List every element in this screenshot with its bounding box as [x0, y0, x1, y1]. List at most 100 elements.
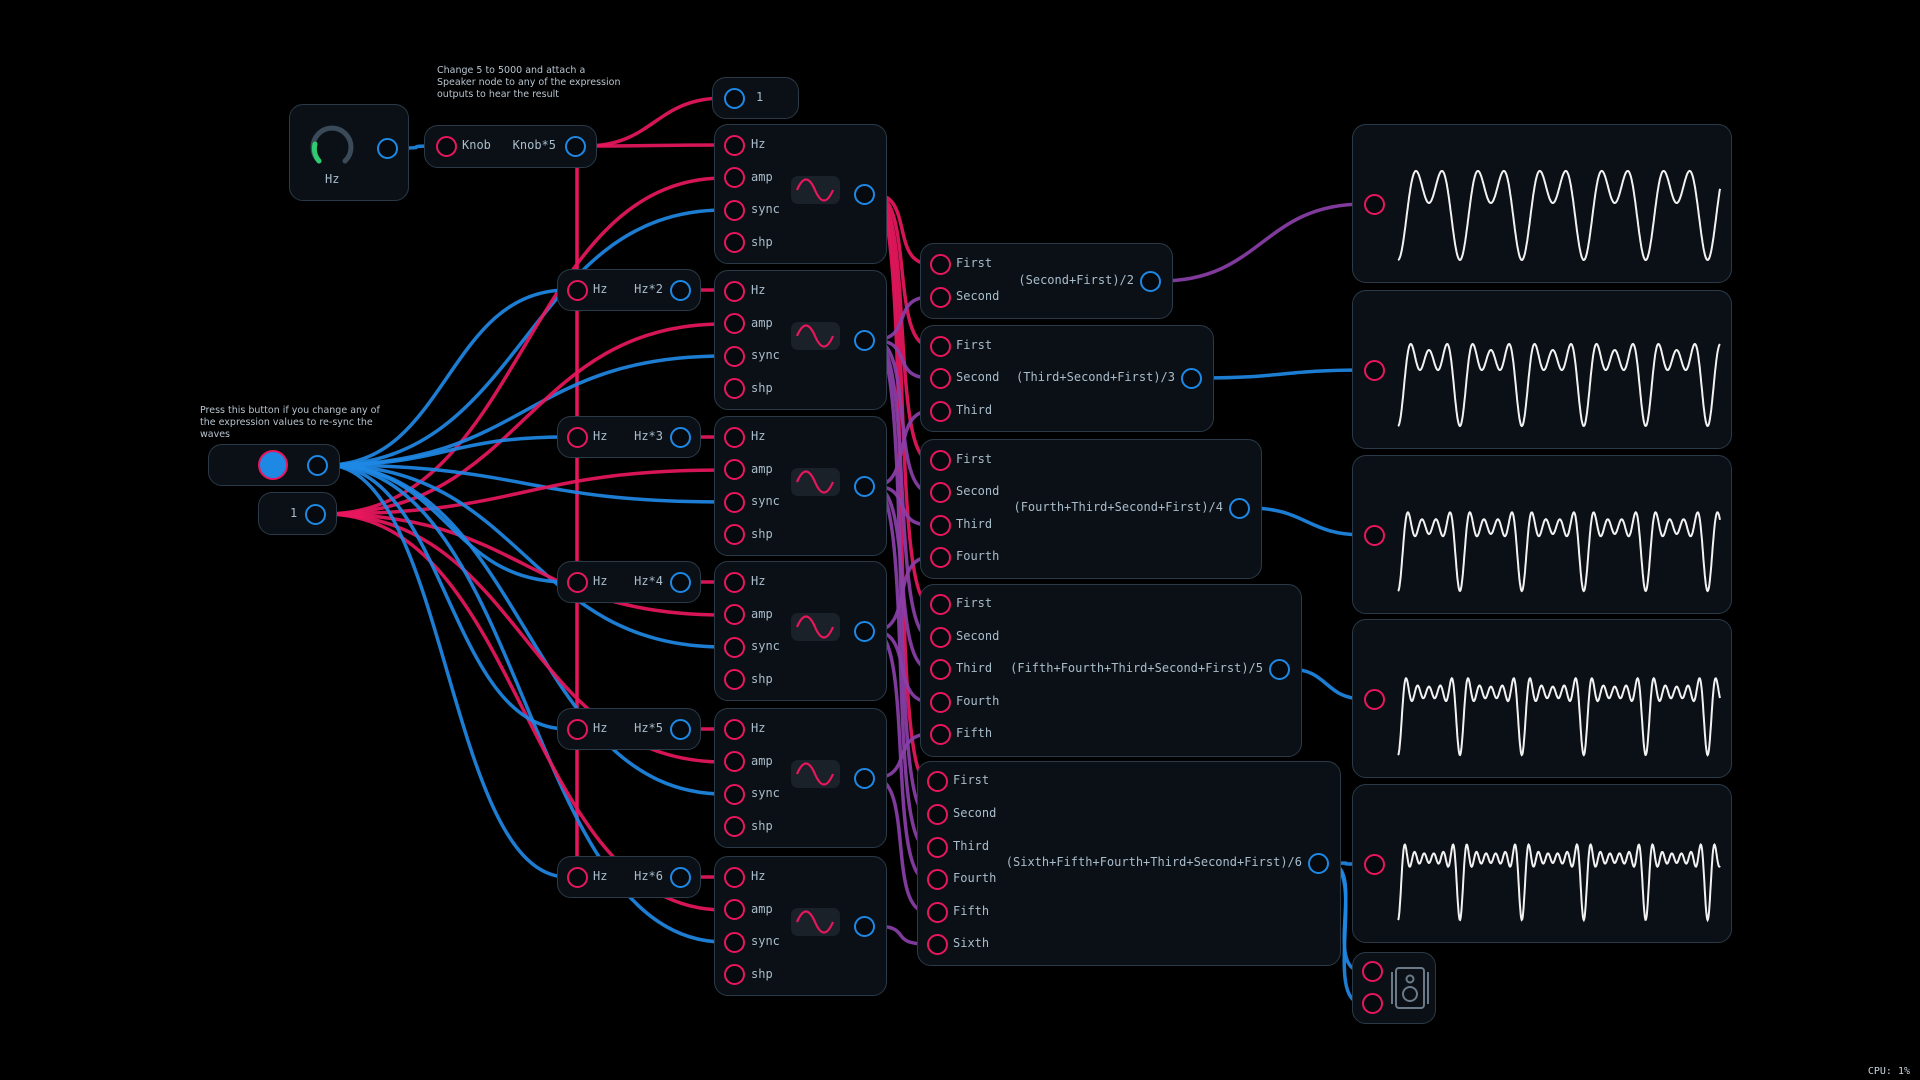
- oscillator-shp-label: shp: [751, 526, 773, 541]
- multiplier-input-port[interactable]: [566, 718, 588, 740]
- constant-top-output-port[interactable]: [723, 87, 745, 109]
- multiplier-output-port[interactable]: [669, 426, 691, 448]
- oscillator-output-port[interactable]: [853, 475, 875, 497]
- oscillator-sync-port[interactable]: [723, 491, 745, 513]
- oscillator-output-port[interactable]: [853, 767, 875, 789]
- oscillator-shp-port[interactable]: [723, 524, 745, 545]
- oscillator-hz-port[interactable]: [723, 426, 745, 448]
- oscillator-amp-port[interactable]: [723, 751, 745, 772]
- multiplier-output-port[interactable]: [669, 279, 691, 301]
- average-input-fifth-port[interactable]: [929, 723, 951, 745]
- average-input-sixth-port[interactable]: [926, 933, 948, 955]
- average-input-fourth-port[interactable]: [929, 546, 951, 568]
- multiplier-output-port[interactable]: [669, 718, 691, 740]
- average-input-third-port[interactable]: [929, 658, 951, 680]
- average-input-fourth-port[interactable]: [926, 868, 948, 890]
- oscillator-hz-port[interactable]: [723, 280, 745, 302]
- speaker-left-port[interactable]: [1361, 960, 1383, 982]
- oscillator-sync-port[interactable]: [723, 931, 745, 953]
- average-output-port[interactable]: [1139, 270, 1161, 292]
- average-input-third-port[interactable]: [926, 836, 948, 858]
- wire: [325, 463, 569, 731]
- average-expression: (Second+First)/2: [1018, 273, 1134, 287]
- speaker-right-port[interactable]: [1361, 992, 1383, 1014]
- wire: [583, 143, 726, 148]
- multiplier-input-port[interactable]: [566, 571, 588, 593]
- oscillator-sync-port[interactable]: [723, 783, 745, 805]
- oscillator-amp-port[interactable]: [723, 167, 745, 188]
- oscillator-shp-port[interactable]: [723, 816, 745, 837]
- oscilloscope-input-port[interactable]: [1363, 524, 1385, 546]
- multiplier-output-port[interactable]: [669, 571, 691, 593]
- wire: [325, 435, 569, 467]
- knob-icon[interactable]: [305, 119, 359, 173]
- average-input-second-port[interactable]: [929, 367, 951, 389]
- oscillator-shp-port[interactable]: [723, 964, 745, 985]
- oscillator-amp-label: amp: [751, 901, 773, 916]
- average-input-second-port[interactable]: [929, 286, 951, 308]
- average-input-third-port[interactable]: [929, 400, 951, 422]
- oscillator-sync-port[interactable]: [723, 199, 745, 221]
- average-output-port[interactable]: [1228, 497, 1250, 519]
- multiplier-output-port[interactable]: [669, 866, 691, 888]
- average-input-first-port[interactable]: [929, 593, 951, 615]
- oscillator-output-port[interactable]: [853, 329, 875, 351]
- average-input-first-port[interactable]: [929, 449, 951, 471]
- oscillator-shp-port[interactable]: [723, 669, 745, 690]
- oscillator-sync-port[interactable]: [723, 345, 745, 367]
- average-output-port[interactable]: [1268, 658, 1290, 680]
- oscillator-shp-port[interactable]: [723, 378, 745, 399]
- average-node-2[interactable]: [920, 243, 1173, 319]
- oscilloscope-waveform: [1397, 511, 1721, 593]
- oscillator-amp-port[interactable]: [723, 604, 745, 625]
- average-input-fourth-port[interactable]: [929, 691, 951, 713]
- multiplier-input-port[interactable]: [566, 866, 588, 888]
- average-output-port[interactable]: [1307, 852, 1329, 874]
- oscillator-shp-label: shp: [751, 380, 773, 395]
- average-input-second-port[interactable]: [929, 626, 951, 648]
- knob-output-port[interactable]: [376, 137, 398, 159]
- oscillator-hz-port[interactable]: [723, 718, 745, 740]
- oscillator-hz-label: Hz: [751, 283, 766, 297]
- oscilloscope-input-port[interactable]: [1363, 359, 1385, 381]
- oscillator-output-port[interactable]: [853, 915, 875, 937]
- oscilloscope-input-port[interactable]: [1363, 853, 1385, 875]
- average-input-third-label: Third: [953, 839, 990, 853]
- average-input-sixth-label: Sixth: [953, 936, 990, 950]
- button-output-port[interactable]: [306, 454, 328, 476]
- average-input-first-label: First: [956, 338, 993, 352]
- average-input-second-port[interactable]: [926, 803, 948, 825]
- average-node-3[interactable]: [920, 325, 1214, 432]
- oscillator-amp-port[interactable]: [723, 459, 745, 480]
- average-input-second-port[interactable]: [929, 481, 951, 503]
- multiplier-input-port[interactable]: [566, 279, 588, 301]
- constant-left-output-port[interactable]: [304, 503, 326, 525]
- oscillator-hz-port[interactable]: [723, 571, 745, 593]
- oscillator-amp-port[interactable]: [723, 899, 745, 920]
- multiplier-input-port[interactable]: [566, 426, 588, 448]
- oscillator-amp-port[interactable]: [723, 313, 745, 334]
- average-output-port[interactable]: [1180, 367, 1202, 389]
- instruction-note-left: Press this button if you change any of t…: [200, 405, 380, 440]
- oscillator-output-port[interactable]: [853, 183, 875, 205]
- oscillator-shp-port[interactable]: [723, 232, 745, 253]
- average-input-first-port[interactable]: [929, 335, 951, 357]
- knob-input-port[interactable]: [435, 135, 457, 157]
- average-input-third-port[interactable]: [929, 514, 951, 536]
- oscilloscope-input-port[interactable]: [1363, 688, 1385, 710]
- oscilloscope-node-5[interactable]: [1352, 619, 1732, 778]
- button-circle-icon[interactable]: [258, 450, 288, 480]
- sine-wave-glyph: [795, 324, 835, 348]
- oscilloscope-input-port[interactable]: [1363, 193, 1385, 215]
- oscilloscope-node-2[interactable]: [1352, 124, 1732, 283]
- oscillator-output-port[interactable]: [853, 620, 875, 642]
- average-input-first-port[interactable]: [929, 253, 951, 275]
- oscillator-hz-port[interactable]: [723, 866, 745, 888]
- knob-expression-output-port[interactable]: [564, 135, 586, 157]
- average-input-fifth-port[interactable]: [926, 901, 948, 923]
- oscillator-sync-port[interactable]: [723, 636, 745, 658]
- oscillator-hz-port[interactable]: [723, 134, 745, 156]
- average-input-first-port[interactable]: [926, 770, 948, 792]
- average-node-6[interactable]: [917, 761, 1341, 966]
- average-node-5[interactable]: [920, 584, 1302, 757]
